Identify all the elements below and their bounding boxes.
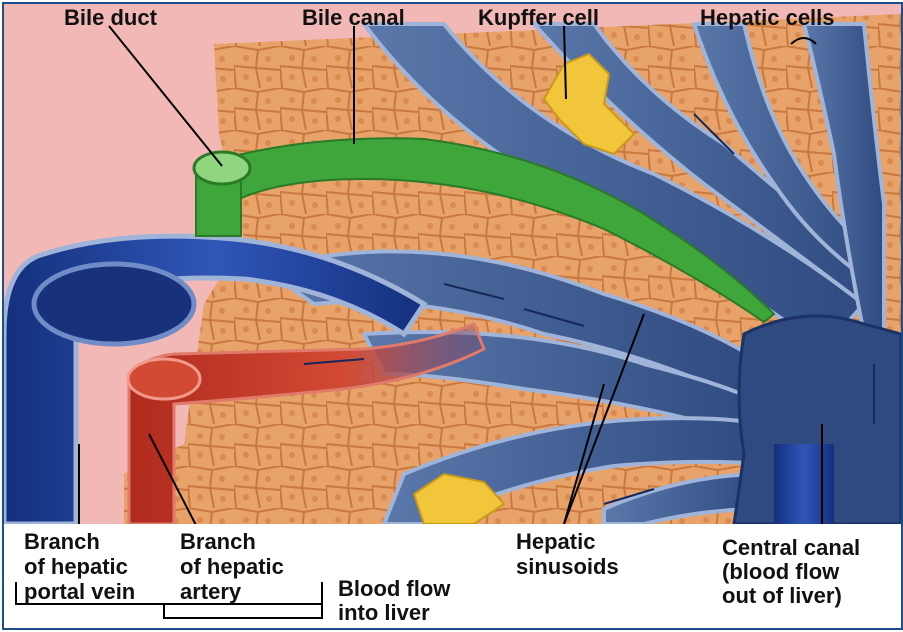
flow-arrows: [303, 113, 875, 505]
label-hepatic-cells: Hepatic cells: [700, 5, 835, 30]
label-bile-duct: Bile duct: [64, 5, 157, 30]
label-blood-flow-in-line1: Blood flow: [338, 576, 451, 601]
hepatic-artery-branch: [127, 322, 486, 526]
bile-canal-tube: [202, 137, 776, 324]
label-central-canal-line1: Central canal: [722, 535, 861, 560]
label-sinusoids-line2: sinusoids: [516, 554, 619, 579]
label-central-canal-line2: (blood flow: [722, 559, 840, 584]
label-band: [4, 524, 901, 628]
label-blood-flow-in-line2: into liver: [338, 600, 430, 625]
label-portal-vein-line2: of hepatic: [24, 554, 128, 579]
label-central-canal-line3: out of liver): [722, 583, 842, 608]
label-portal-vein-line1: Branch: [24, 529, 100, 554]
label-hepatic-artery-line2: of hepatic: [180, 554, 284, 579]
label-hepatic-artery-line3: artery: [180, 579, 242, 604]
portal-vein-lumen: [31, 261, 197, 347]
label-bile-canal: Bile canal: [302, 5, 405, 30]
bile-duct-opening: [192, 150, 252, 186]
leader-lines: [78, 25, 823, 534]
bracket-portal-vein: [15, 582, 323, 605]
label-sinusoids-line1: Hepatic: [516, 529, 596, 554]
label-hepatic-artery-line1: Branch: [180, 529, 256, 554]
hepatic-artery-lumen: [126, 357, 202, 401]
liver-illustration: [4, 4, 901, 628]
bracket-artery: [163, 604, 323, 619]
kupffer-cell: [542, 52, 636, 156]
label-portal-vein-line3: portal vein: [24, 579, 136, 604]
central-canal-vessel: [774, 444, 834, 524]
label-kupffer-cell: Kupffer cell: [478, 5, 600, 30]
